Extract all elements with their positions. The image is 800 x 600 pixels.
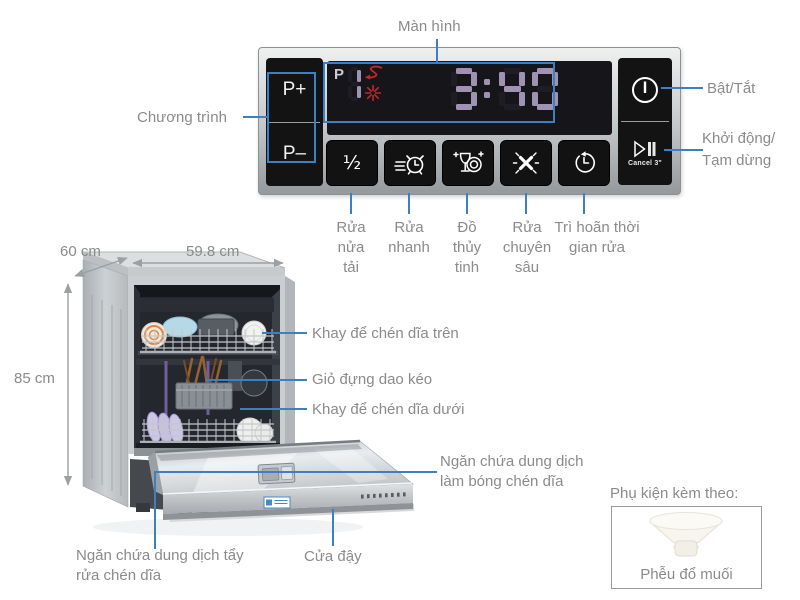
half-load-label: Rửa nửa tải — [336, 219, 366, 276]
cutlery-basket — [164, 355, 268, 415]
glassware-icon — [453, 151, 484, 173]
half-load-button[interactable]: ½ — [326, 140, 378, 186]
program-down-button[interactable]: P– — [266, 123, 323, 187]
program-up-button[interactable]: P+ — [266, 58, 323, 122]
program-label: Chương trình — [137, 109, 227, 126]
annotation-line-upper-rack — [262, 332, 307, 334]
glassware-button[interactable] — [442, 140, 494, 186]
intensive-label: Rửa chuyên sâu — [502, 219, 552, 276]
glassware-label: Đồ thủy tinh — [452, 219, 482, 276]
program-annotation-box — [267, 72, 316, 163]
door-sticker — [263, 496, 291, 509]
divider — [269, 121, 320, 123]
intensive-wash-button[interactable] — [500, 140, 552, 186]
salt-funnel-image — [648, 512, 724, 557]
start-pause-label: Khởi động/ Tạm dừng — [702, 130, 776, 169]
annotation-line-delay — [583, 193, 585, 214]
annotation-line-screen — [436, 39, 438, 62]
dimension-arrows — [63, 257, 284, 486]
delay-start-icon — [575, 151, 596, 173]
control-panel: P+ P– P ½ — [258, 47, 681, 195]
power-group: Cancel 3" — [618, 58, 672, 185]
power-icon — [632, 76, 658, 103]
display-annotation-box — [323, 62, 555, 123]
door-label: Cửa đậy — [304, 548, 362, 565]
divider — [621, 121, 669, 122]
upper-rack-label: Khay để chén dĩa trên — [312, 325, 459, 342]
dishwasher-illustration — [63, 251, 414, 536]
accessory-box: Phễu đổ muối — [611, 506, 762, 589]
door-open — [148, 439, 414, 522]
annotation-line-program — [243, 116, 267, 118]
delay-start-button[interactable] — [558, 140, 610, 186]
program-select-group: P+ P– — [266, 58, 323, 186]
annotation-line-cutlery — [205, 379, 307, 381]
spray-star-icon — [365, 85, 381, 101]
start-pause-button[interactable]: Cancel 3" — [618, 122, 672, 185]
half-load-icon: ½ — [342, 152, 362, 174]
annotation-line-half-load — [350, 193, 352, 214]
display-program-number — [348, 67, 365, 101]
floor-shadow — [93, 518, 363, 536]
quick-wash-button[interactable] — [384, 140, 436, 186]
rinse-aid-label: Ngăn chứa dung dịch làm bóng chén dĩa — [440, 453, 584, 490]
lower-rack-label: Khay để chén dĩa dưới — [312, 401, 465, 418]
annotation-line-intensive — [525, 193, 527, 214]
annotation-line-door — [332, 509, 334, 546]
accessories-title: Phụ kiện kèm theo: — [610, 485, 739, 502]
accessory-name: Phễu đổ muối — [640, 566, 733, 583]
screen-label: Màn hình — [398, 18, 461, 35]
width-dimension: 59.8 cm — [186, 243, 240, 260]
quick-wash-label: Rửa nhanh — [388, 219, 430, 256]
annotation-line-quick-wash — [408, 193, 410, 214]
annotation-line-glassware — [466, 193, 468, 214]
height-dimension: 85 cm — [14, 370, 55, 387]
quick-wash-icon — [394, 155, 424, 175]
display-mode-letter: P — [334, 66, 345, 83]
display-time-remaining — [451, 68, 565, 110]
power-button[interactable] — [618, 58, 672, 121]
detergent-label: Ngăn chứa dung dịch tẩy rửa chén dĩa — [76, 547, 244, 584]
detergent-dispenser — [257, 462, 296, 485]
depth-dimension: 60 cm — [60, 243, 101, 260]
intensive-wash-icon — [512, 152, 540, 174]
annotation-line-detergent — [154, 471, 156, 549]
annotation-line-lower-rack — [240, 408, 307, 410]
cutlery-basket-label: Giỏ đựng dao kéo — [312, 371, 433, 388]
annotation-line-startpause — [664, 149, 703, 151]
annotation-line-power — [661, 87, 703, 89]
start-pause-icon — [634, 140, 656, 158]
annotation-line-rinse-aid — [155, 471, 437, 473]
recirculation-arrow-icon — [364, 65, 383, 80]
door-edge-controls — [361, 492, 406, 499]
power-label: Bật/Tắt — [707, 80, 756, 97]
cancel-caption: Cancel 3" — [628, 160, 662, 167]
delay-label: Trì hoãn thời gian rửa — [554, 219, 640, 256]
